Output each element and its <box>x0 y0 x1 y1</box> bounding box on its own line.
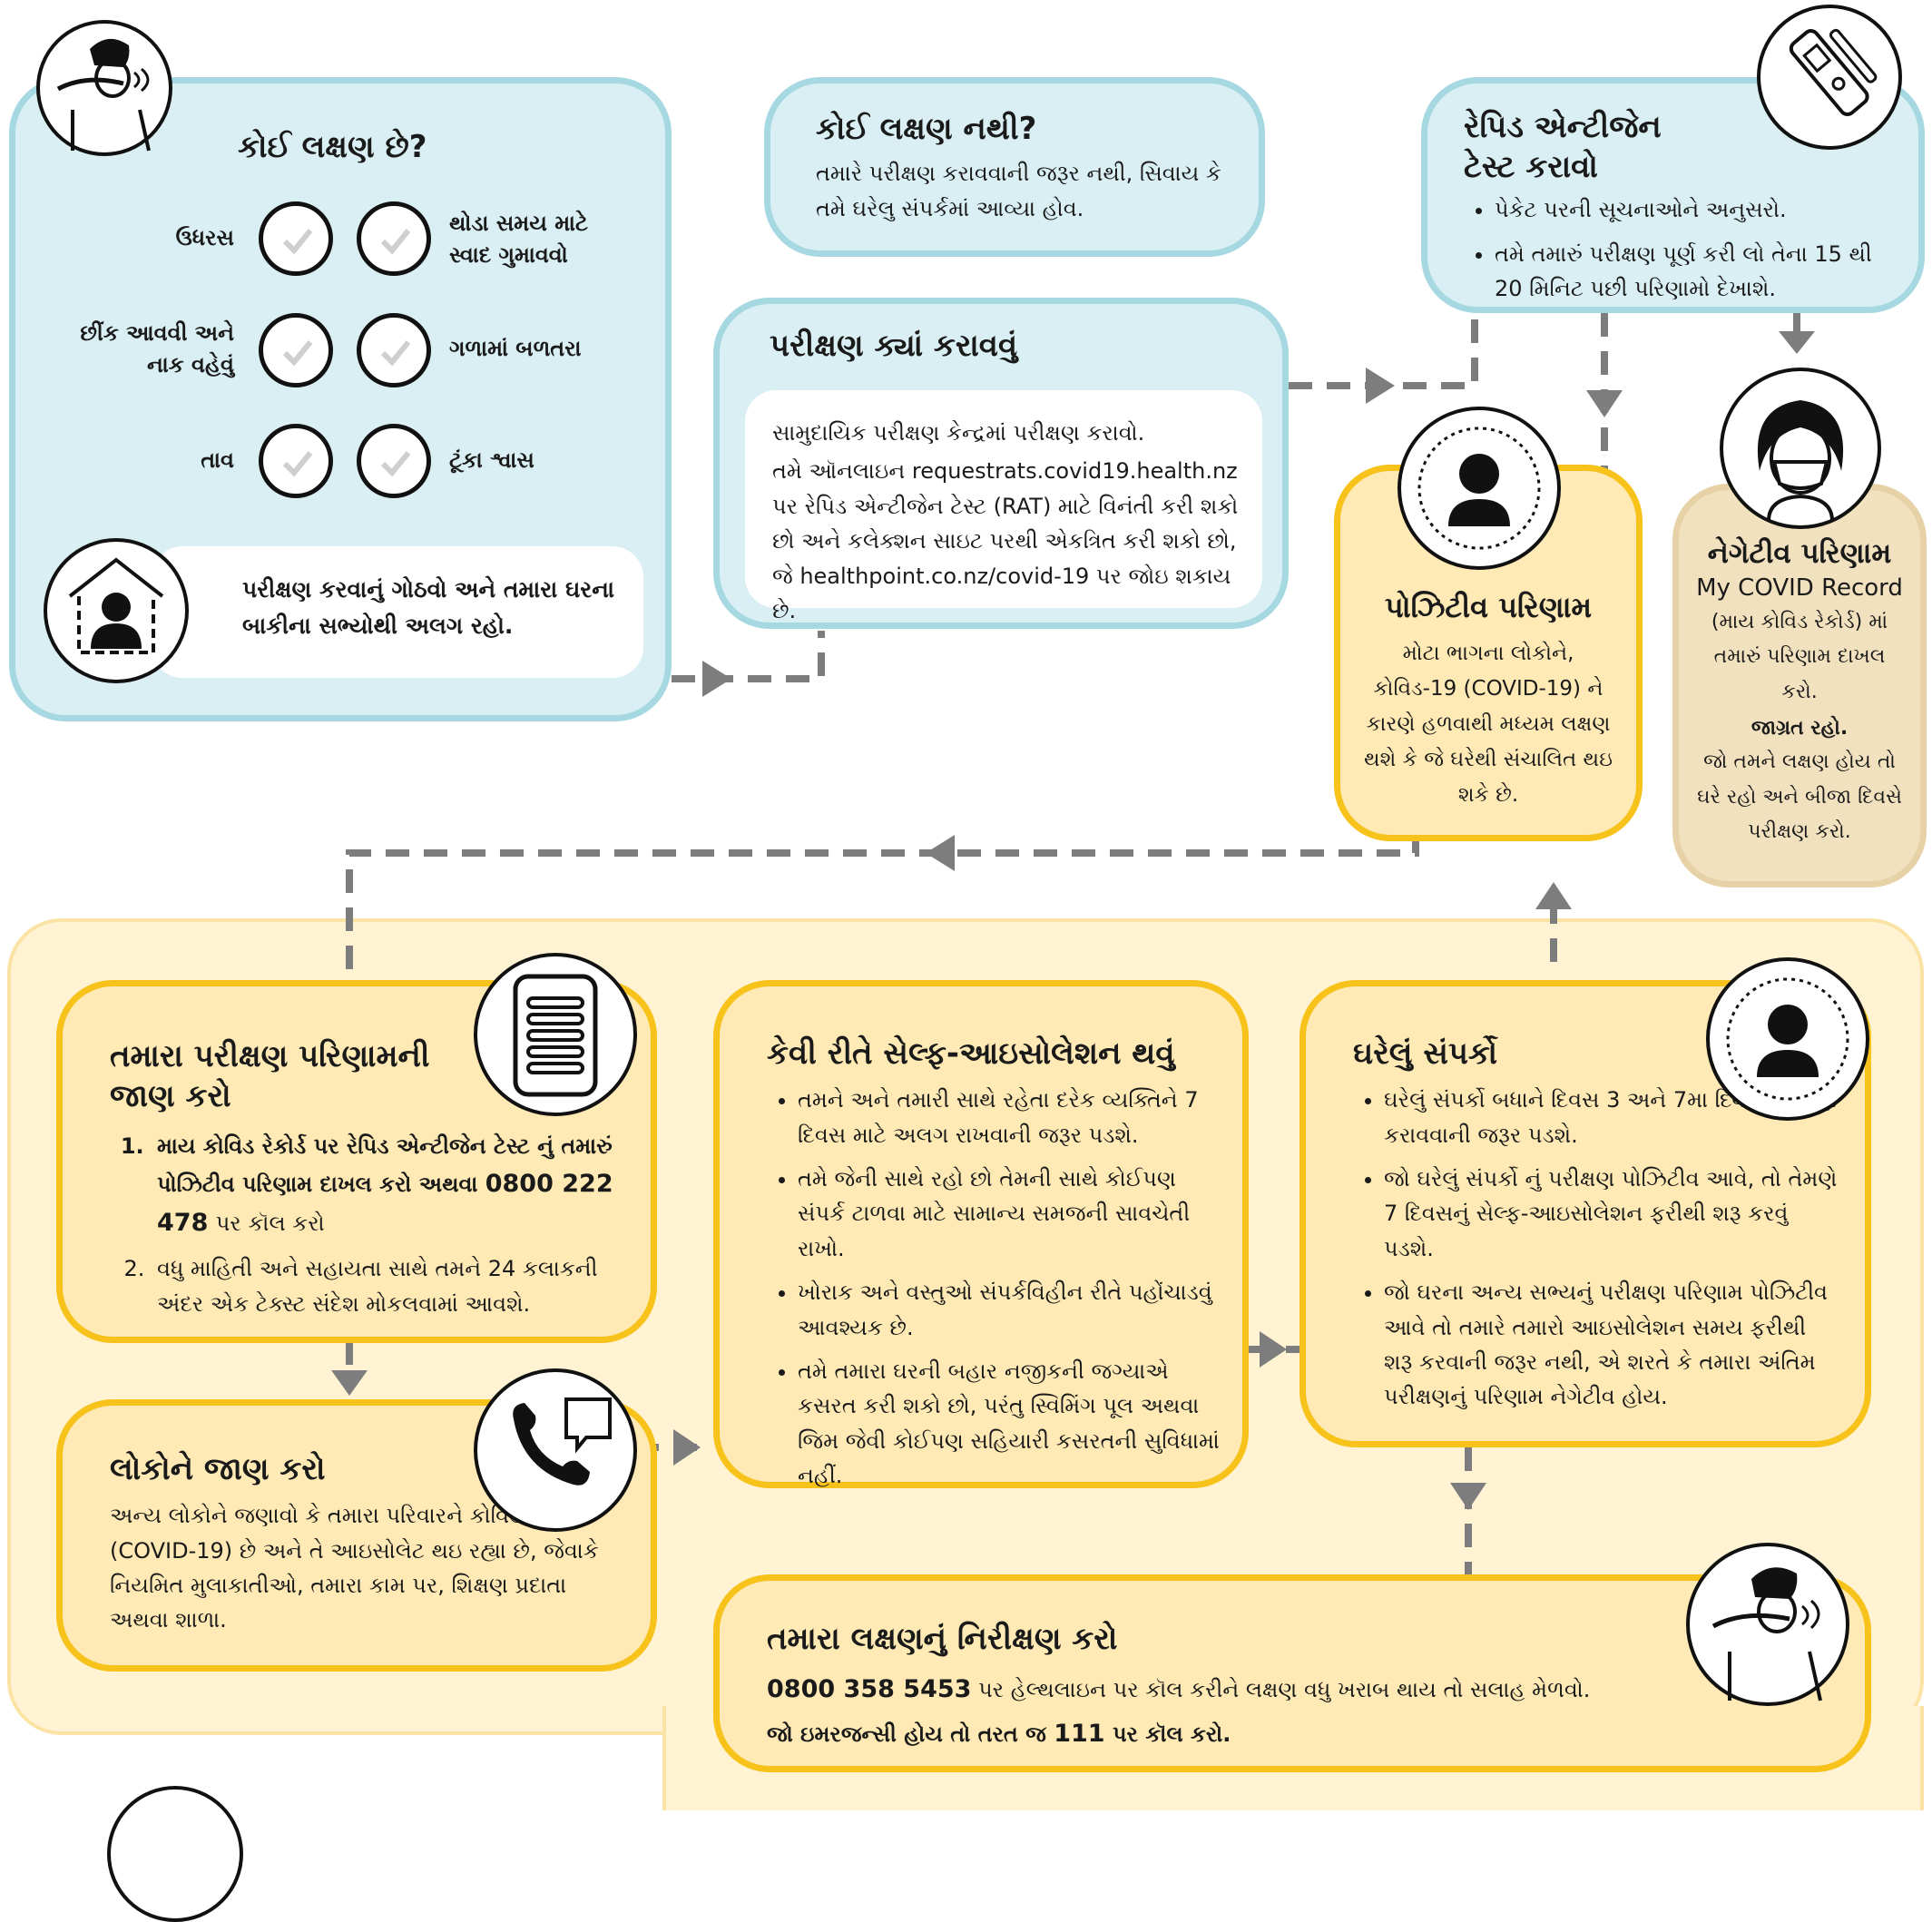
where-test-line2: તમે ઑનલાઇન requestrats.covid19.health.nz… <box>772 458 1239 623</box>
self-isolation-bullet: તમે જેની સાથે રહો છો તેમની સાથે કોઈપણ સં… <box>798 1162 1224 1266</box>
self-isolation-bullet: ખોરાક અને વસ્તુઓ સંપર્કવિહીન રીતે પહોંચા… <box>798 1275 1224 1345</box>
no-symptoms-box: કોઈ લક્ષણ નથી? તમારે પરીક્ષણ કરાવવાની જર… <box>764 77 1265 257</box>
person-icon <box>1398 407 1561 570</box>
rat-title-line2: ટેસ્ટ કરાવો <box>1464 149 1598 186</box>
helpline-number: 0800 358 5453 <box>767 1675 972 1704</box>
arrow-left <box>926 835 955 871</box>
check-circle <box>259 201 333 276</box>
arrow-down <box>1586 390 1623 417</box>
arrow-up <box>1535 882 1572 909</box>
inform-result-item1-prefix: માય કોવિડ રેકોર્ડ પર રેપિડ એન્ટીજેન ટેસ્… <box>157 1133 613 1197</box>
check-circle <box>357 201 431 276</box>
inform-result-item1-suffix: પર કૉલ કરો <box>215 1210 325 1236</box>
phone-call-icon <box>474 1368 637 1532</box>
negative-result-box: નેગેટીવ પરિણામ My COVID Record (માય કોવિ… <box>1672 484 1927 887</box>
person-icon <box>1706 957 1869 1121</box>
household-title: ઘરેલું સંપર્કો <box>1353 1035 1498 1072</box>
cough-icon <box>1686 1543 1849 1706</box>
negative-aware: જાગ્રત રહો. <box>1751 717 1849 740</box>
self-isolation-title: કેવી રીતે સેલ્ફ-આઇસોલેશન થવું <box>767 1035 1175 1072</box>
where-test-line1: સામુદાયિક પરીક્ષણ કેન્દ્રમાં પરીક્ષણ કરા… <box>772 420 1145 446</box>
flow-connectors <box>331 313 1815 1574</box>
arrow-right <box>673 1429 701 1466</box>
arrow-right <box>1260 1331 1287 1368</box>
arrow-down <box>1450 1483 1486 1510</box>
partial-icon-circle <box>107 1786 243 1922</box>
inform-people-title: લોકોને જાણ કરો <box>110 1451 326 1487</box>
where-test-box: પરીક્ષણ ક્યાં કરાવવું સામુદાયિક પરીક્ષણ … <box>713 298 1289 629</box>
self-isolation-bullet: તમે તમારા ઘરની બહાર નજીકની જગ્યાએ કસરત ક… <box>798 1354 1224 1494</box>
phone-number: 0800 222 478 <box>157 1169 613 1237</box>
emergency-suffix: પર કૉલ કરો. <box>1112 1721 1231 1748</box>
no-symptoms-title: કોઈ લક્ષણ નથી? <box>816 111 1037 147</box>
phone-document-icon <box>474 953 637 1116</box>
check-circle <box>259 424 333 498</box>
no-symptoms-text: તમારે પરીક્ષણ કરાવવાની જરૂર નથી, સિવાય ક… <box>816 161 1221 221</box>
symptom-sneezing: છીંક આવવી અને નાક વહેવું <box>80 320 234 378</box>
rat-title-line1: રેપિડ એન્ટીજેન <box>1464 109 1662 145</box>
negative-title: નેગેટીવ પરિણામ <box>1707 537 1892 570</box>
monitor-symptoms-box: તમારા લક્ષણનું નિરીક્ષણ કરો 0800 358 545… <box>713 1574 1871 1772</box>
rat-bullet: તમે તમારું પરીક્ષણ પૂર્ણ કરી લો તેના 15 … <box>1495 237 1900 307</box>
check-circle <box>357 313 431 387</box>
where-test-panel: સામુદાયિક પરીક્ષણ કેન્દ્રમાં પરીક્ષણ કરા… <box>745 390 1262 623</box>
household-bullet: જો ઘરેલું સંપર્કો નું પરીક્ષણ પોઝિટીવ આવ… <box>1384 1162 1838 1266</box>
arrange-test-panel: પરીક્ષણ કરવાનું ગોઠવો અને તમારા ઘરના બાક… <box>152 546 643 678</box>
rat-bullet: પેકેટ પરની સૂચનાઓને અનુસરો. <box>1495 192 1900 227</box>
rapid-test-kit-icon <box>1757 5 1902 150</box>
emergency-prefix: જો ઇમરજન્સી હોય તો તરત જ <box>767 1721 1046 1748</box>
positive-title: પોઝિટીવ પરિણામ <box>1384 590 1593 624</box>
self-isolation-bullet: તમને અને તમારી સાથે રહેતા દરેક વ્યક્તિને… <box>798 1083 1224 1152</box>
arrow-right <box>1366 368 1395 404</box>
symptoms-title: કોઈ લક્ષણ છે? <box>238 129 427 165</box>
inform-result-title: તમારા પરીક્ષણ પરિણામની જાણ કરો <box>110 1038 430 1115</box>
monitor-text: પર હેલ્થલાઇન પર કૉલ કરીને લક્ષણ વધુ ખરાબ… <box>978 1677 1591 1703</box>
inform-result-item: માય કોવિડ રેકોર્ડ પર રેપિડ એન્ટીજેન ટેસ્… <box>152 1129 623 1242</box>
positive-text: મોટા ભાગના લોકોને, કોવિડ-19 (COVID-19) ન… <box>1364 641 1613 807</box>
symptom-fever: તાવ <box>201 447 234 473</box>
self-isolation-box: કેવી રીતે સેલ્ફ-આઇસોલેશન થવું તમને અને ત… <box>713 980 1249 1488</box>
symptom-loss-of-taste: થોડા સમય માટે સ્વાદ ગુમાવવો <box>449 211 589 268</box>
emergency-line: જો ઇમરજન્સી હોય તો તરત જ 111 પર કૉલ કરો. <box>767 1714 1838 1753</box>
monitor-line: 0800 358 5453 પર હેલ્થલાઇન પર કૉલ કરીને … <box>767 1670 1838 1709</box>
masked-person-icon <box>1720 368 1881 529</box>
arrange-test-text: પરીક્ષણ કરવાનું ગોઠવો અને તમારા ઘરના બાક… <box>242 576 614 639</box>
check-circle <box>357 424 431 498</box>
symptom-cough: ઉધરસ <box>175 225 234 250</box>
arrow-down <box>1779 331 1815 354</box>
monitor-title: તમારા લક્ષણનું નિરીક્ષણ કરો <box>767 1621 1118 1657</box>
house-person-icon <box>44 538 189 683</box>
arrow-down <box>331 1370 368 1396</box>
negative-text1: (માય કોવિડ રેકોર્ડ) માં તમારું પરિણામ દા… <box>1711 610 1888 703</box>
check-circle <box>259 313 333 387</box>
emergency-number: 111 <box>1054 1720 1105 1749</box>
where-test-title: પરીક્ષણ ક્યાં કરાવવું <box>770 328 1018 364</box>
symptom-sore-throat: ગળામાં બળતરા <box>449 336 582 361</box>
inform-result-item: વધુ માહિતી અને સહાયતા સાથે તમને 24 કલાકન… <box>152 1251 623 1321</box>
rapid-antigen-test-box: રેપિડ એન્ટીજેન ટેસ્ટ કરાવો પેકેટ પરની સૂ… <box>1421 77 1925 313</box>
inform-people-text: અન્ય લોકોને જણાવો કે તમારા પરિવારને કોવિ… <box>110 1503 599 1633</box>
cough-icon <box>36 20 172 156</box>
arrow-right <box>702 661 731 697</box>
symptom-short-breath: ટૂંકા શ્વાસ <box>449 447 534 473</box>
negative-record: My COVID Record <box>1696 574 1903 603</box>
negative-text2: જો તમને લક્ષણ હોય તો ઘરે રહો અને બીજા દિ… <box>1697 750 1902 844</box>
household-bullet: જો ઘરના અન્ય સભ્યનું પરીક્ષણ પરિણામ પોઝિ… <box>1384 1275 1838 1415</box>
